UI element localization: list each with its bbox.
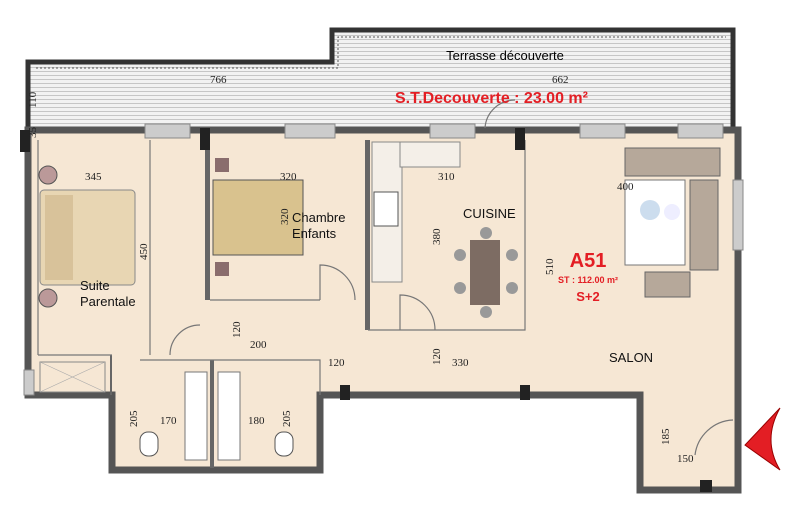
child-bed — [212, 179, 304, 256]
dim: 400 — [617, 181, 634, 193]
dim: 310 — [438, 171, 455, 183]
dim: 120 — [231, 321, 243, 338]
dim: 510 — [544, 258, 556, 275]
dim: 180 — [248, 415, 265, 427]
dim: 110 — [27, 91, 39, 108]
dim: 150 — [677, 453, 694, 465]
room-label-cuisine: CUISINE — [463, 206, 516, 221]
dim: 450 — [138, 243, 150, 260]
dining-table — [470, 240, 500, 305]
dim: 205 — [281, 410, 293, 427]
room-label-salon: SALON — [609, 350, 653, 365]
room-label-suite: Suite — [80, 278, 110, 293]
apartment-floor-level: S+2 — [576, 289, 600, 304]
toilet — [139, 431, 159, 457]
stove — [373, 191, 399, 227]
shower — [217, 371, 241, 461]
room-label-suite: Parentale — [80, 294, 136, 309]
nightstand — [38, 288, 58, 308]
dim: 662 — [552, 74, 569, 86]
dim: 320 — [279, 208, 291, 225]
apartment-code: A51 — [570, 250, 607, 272]
room-label-chambre: Chambre — [292, 210, 345, 225]
terrace — [25, 27, 736, 133]
dim: 320 — [280, 171, 297, 183]
dim: 200 — [250, 339, 267, 351]
windows — [23, 123, 744, 396]
dim: 330 — [452, 357, 469, 369]
dim: 120 — [328, 357, 345, 369]
apartment-surface: ST : 112.00 m² — [558, 275, 618, 285]
dim: 35 — [27, 127, 39, 139]
furniture — [38, 141, 721, 461]
dim: 205 — [128, 410, 140, 427]
entrance-arrow-icon — [744, 407, 781, 471]
room-label-chambre: Enfants — [292, 226, 337, 241]
nightstand — [38, 165, 58, 185]
dimension-labels: 766 662 110 35 345 450 320 320 310 380 4… — [27, 74, 694, 465]
dim: 380 — [431, 228, 443, 245]
coffee-table — [624, 179, 686, 266]
dim: 170 — [160, 415, 177, 427]
dim: 345 — [85, 171, 102, 183]
toilet — [274, 431, 294, 457]
shower — [184, 371, 208, 461]
dim: 120 — [431, 348, 443, 365]
terrace-surface: S.T.Decouverte : 23.00 m² — [395, 90, 588, 107]
dim: 766 — [210, 74, 227, 86]
dim: 185 — [660, 428, 672, 445]
balcony-box — [39, 361, 106, 393]
terrace-label: Terrasse découverte — [446, 48, 564, 63]
doors — [169, 99, 734, 456]
interior-walls — [20, 128, 712, 492]
sofa — [624, 147, 721, 177]
